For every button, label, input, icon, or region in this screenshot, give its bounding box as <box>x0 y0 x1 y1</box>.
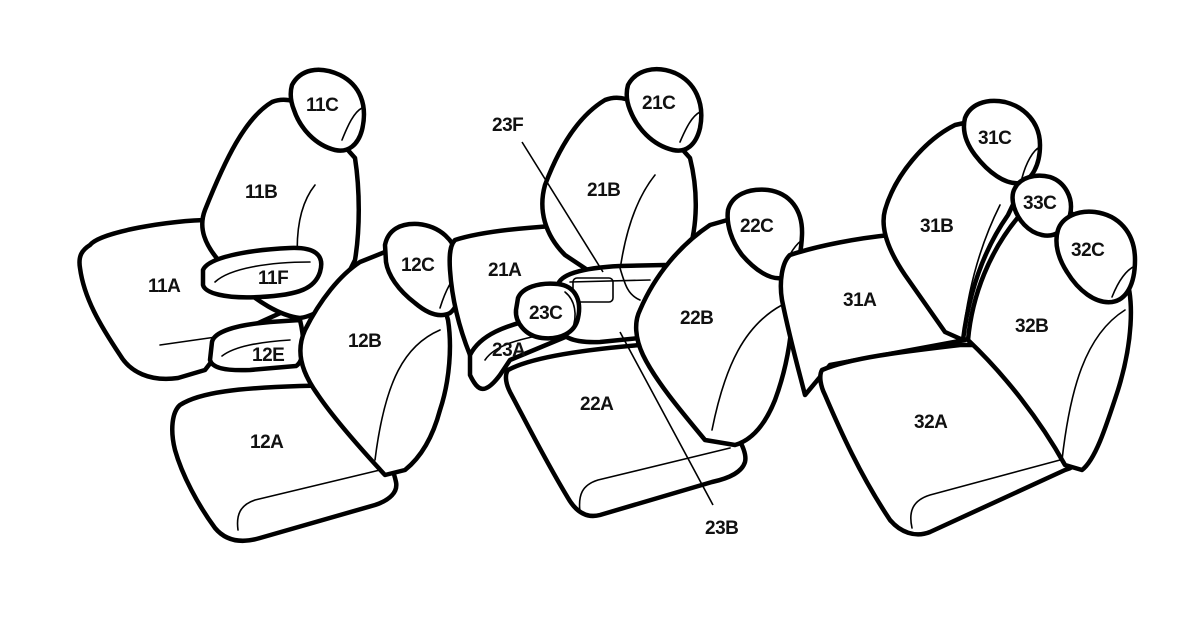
label-31A: 31A <box>843 290 877 311</box>
label-33C: 33C <box>1023 193 1057 214</box>
label-32B: 32B <box>1015 316 1048 337</box>
label-12E: 12E <box>252 345 284 366</box>
headrest-31C <box>961 98 1043 186</box>
seat-11 <box>77 67 367 382</box>
label-23B: 23B <box>705 518 738 539</box>
leader-23F <box>521 141 604 273</box>
label-21B: 21B <box>587 180 620 201</box>
label-12A: 12A <box>250 432 284 453</box>
label-31C: 31C <box>978 128 1012 149</box>
label-22C: 22C <box>740 216 774 237</box>
label-11A: 11A <box>148 276 181 297</box>
label-21A: 21A <box>488 260 522 281</box>
label-31B: 31B <box>920 216 953 237</box>
label-32A: 32A <box>914 412 948 433</box>
back-12B <box>298 245 453 478</box>
seat-22 <box>503 187 805 519</box>
back-22B <box>633 212 795 448</box>
back-31B <box>881 117 1023 343</box>
label-23A: 23A <box>492 340 526 361</box>
label-11F: 11F <box>258 268 288 289</box>
label-11B: 11B <box>245 182 277 203</box>
console-23 <box>467 262 668 392</box>
label-23C: 23C <box>529 303 563 324</box>
label-12B: 12B <box>348 331 381 352</box>
armrest-11F <box>200 245 324 300</box>
headrest-32C <box>1054 209 1138 305</box>
label-12C: 12C <box>401 255 435 276</box>
label-22B: 22B <box>680 308 713 329</box>
label-11C: 11C <box>306 95 339 116</box>
seat-3 <box>778 98 1138 537</box>
cushion-31A <box>778 232 968 398</box>
headrest-21C <box>624 67 704 153</box>
label-21C: 21C <box>642 93 676 114</box>
armrest-23C <box>513 281 582 341</box>
label-23F: 23F <box>492 115 523 136</box>
label-22A: 22A <box>580 394 614 415</box>
leader-23B <box>619 331 714 506</box>
label-32C: 32C <box>1071 240 1105 261</box>
seat-12 <box>170 221 464 543</box>
